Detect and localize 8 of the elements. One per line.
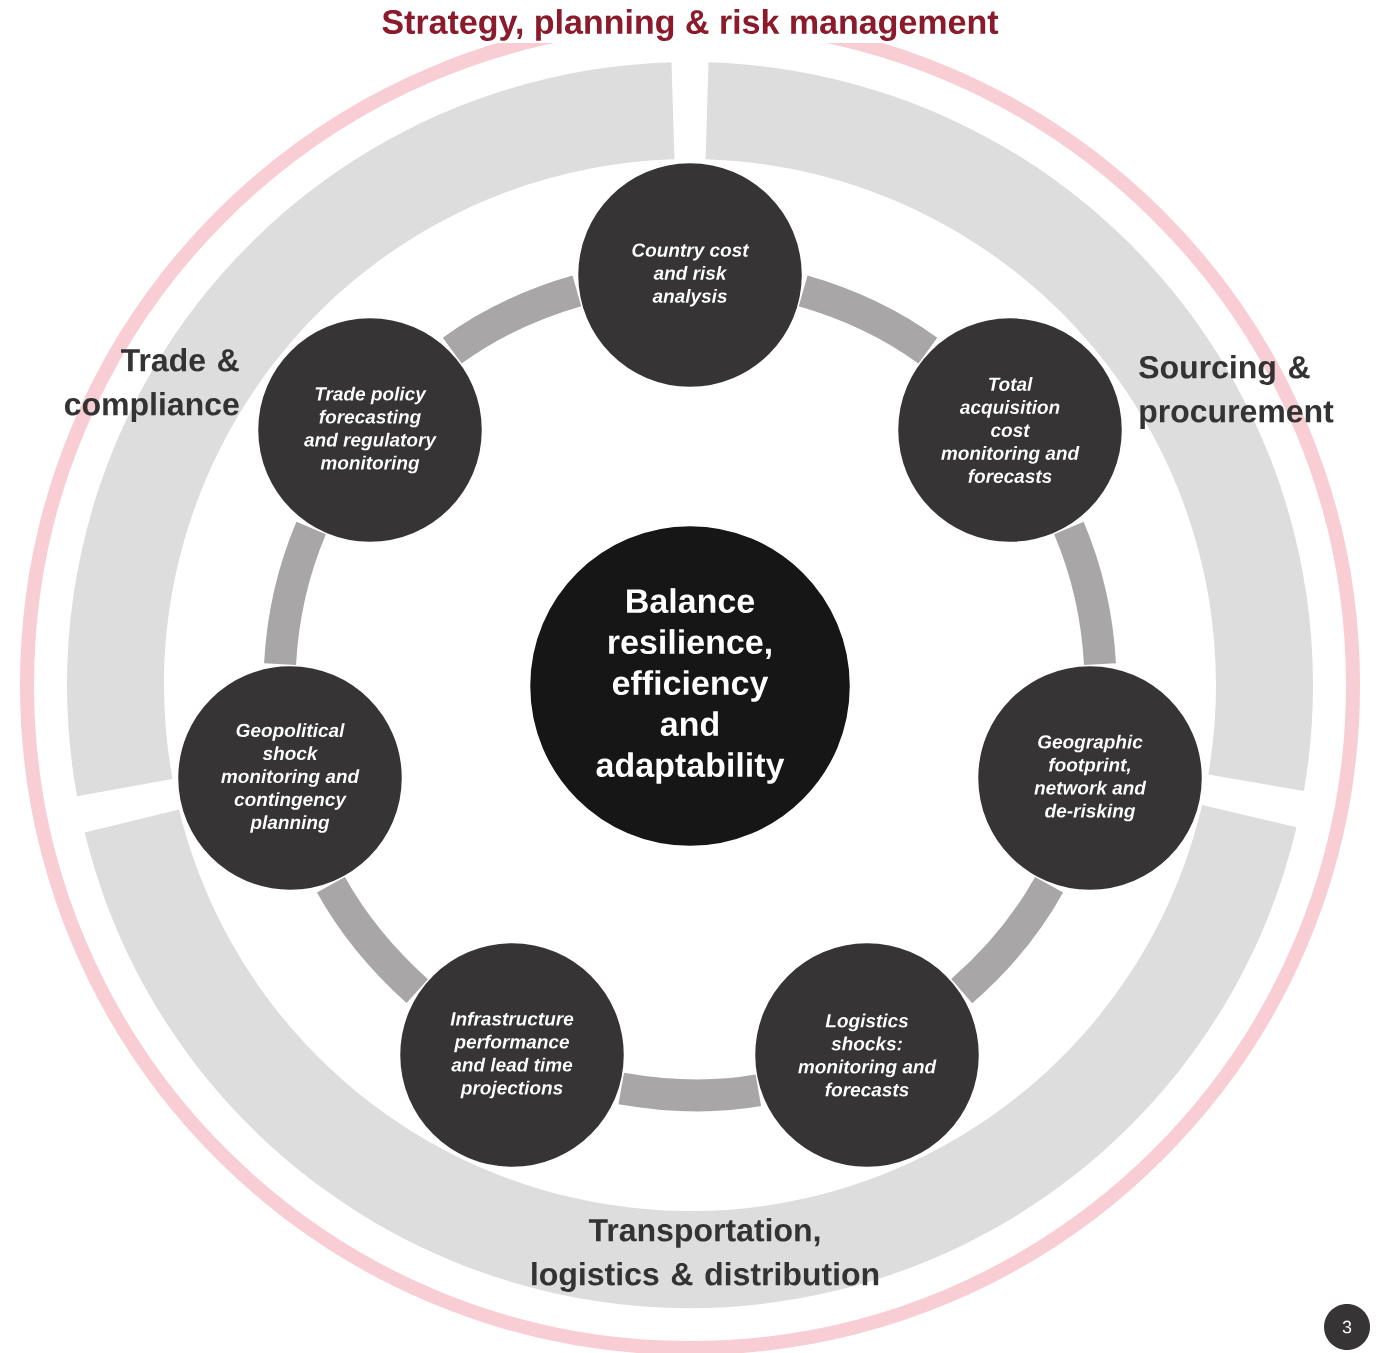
ring-segment	[798, 275, 938, 364]
page-number: 3	[1324, 1304, 1370, 1350]
ring-segment	[317, 876, 429, 1003]
ring-segment	[618, 1072, 761, 1112]
ring-segment	[264, 521, 326, 666]
ring-segment	[951, 876, 1063, 1004]
ring-segment	[443, 275, 582, 364]
ring-segment	[1054, 521, 1116, 666]
